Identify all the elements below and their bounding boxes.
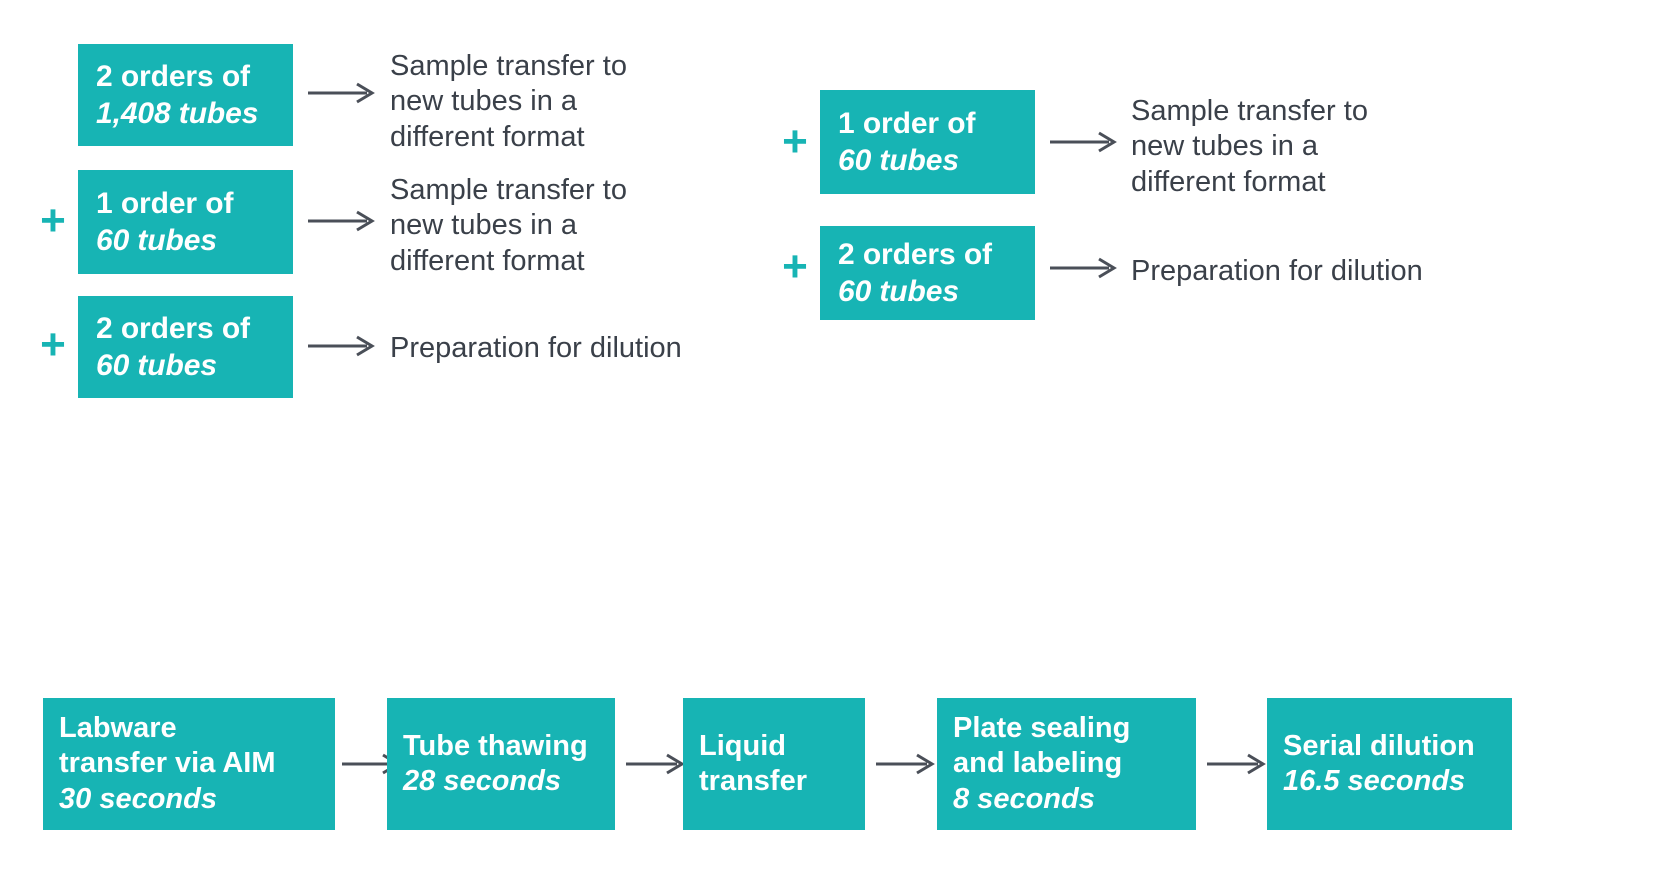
plus-glyph: + [782,242,808,291]
order-box-line1: 2 orders of [838,237,992,271]
order-box-right-2[interactable]: 2 orders of 60 tubes [820,226,1035,320]
order-box-line2: 60 tubes [96,349,217,382]
right-arrow-icon [1206,752,1270,776]
process-step-line2: and labeling [953,747,1123,780]
step-label-right-1: Sample transfer to new tubes in a differ… [1131,95,1368,198]
step-label-right-2: Preparation for dilution [1131,255,1423,287]
plus-glyph: + [782,117,808,166]
process-step-duration: 8 seconds [953,782,1095,815]
process-step-line1: Plate sealing [953,711,1131,744]
order-box-line1: 1 order of [96,186,234,220]
order-box-left-3[interactable]: 2 orders of 60 tubes [78,296,293,398]
plus-icon-left-3: + [36,323,70,367]
process-step-2[interactable]: Tube thawing 28 seconds [387,698,615,830]
process-step-duration: 30 seconds [59,782,217,815]
process-step-duration: 16.5 seconds [1283,765,1466,797]
right-arrow-icon [1049,130,1121,154]
step-label-left-2: Sample transfer to new tubes in a differ… [390,174,627,277]
right-arrow-icon [307,209,379,233]
right-arrow-icon [625,752,689,776]
order-box-right-1[interactable]: 1 order of 60 tubes [820,90,1035,194]
right-arrow-icon [307,334,379,358]
process-step-4[interactable]: Plate sealing and labeling 8 seconds [937,698,1196,830]
plus-icon-left-2: + [36,199,70,243]
process-step-line1: Serial dilution [1283,729,1475,762]
process-step-line2: transfer [699,765,807,797]
process-step-line1: Tube thawing [403,729,588,762]
step-label-left-1: Sample transfer to new tubes in a differ… [390,50,627,153]
right-arrow-icon [1049,256,1121,280]
process-step-1[interactable]: Labware transfer via AIM 30 seconds [43,698,335,830]
order-box-line1: 2 orders of [96,311,250,345]
order-box-line1: 1 order of [838,106,976,140]
right-arrow-icon [307,81,379,105]
order-box-line2: 60 tubes [838,275,959,308]
order-box-line1: 2 orders of [96,59,250,93]
process-step-3[interactable]: Liquid transfer [683,698,865,830]
process-step-line1: Liquid [699,729,786,762]
plus-glyph: + [40,196,66,245]
plus-icon-right-1: + [778,120,812,164]
order-box-line2: 1,408 tubes [96,97,259,130]
process-step-line2: 28 seconds [403,765,561,797]
process-step-line1: Labware [59,711,177,744]
order-box-left-2[interactable]: 1 order of 60 tubes [78,170,293,274]
right-arrow-icon [875,752,939,776]
step-label-left-3: Preparation for dilution [390,332,682,364]
order-box-line2: 60 tubes [96,224,217,257]
plus-icon-right-2: + [778,245,812,289]
process-step-5[interactable]: Serial dilution 16.5 seconds [1267,698,1512,830]
order-box-line2: 60 tubes [838,144,959,177]
order-box-left-1[interactable]: 2 orders of 1,408 tubes [78,44,293,146]
plus-glyph: + [40,320,66,369]
process-step-line2: transfer via AIM [59,747,276,780]
